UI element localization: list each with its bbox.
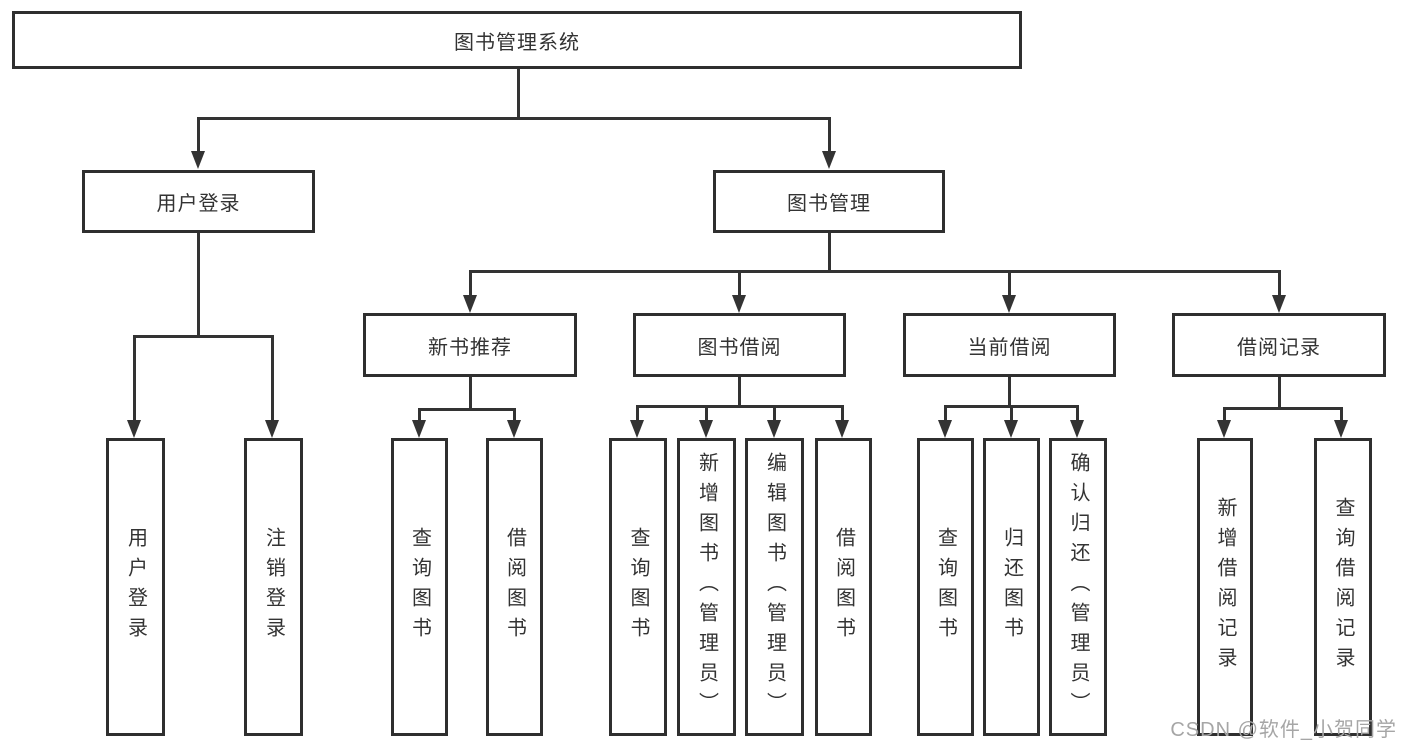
connector-line (1278, 377, 1281, 407)
arrow-down-icon (412, 420, 426, 438)
connector-line (1278, 270, 1281, 297)
connector-line (1008, 377, 1011, 405)
node-label: 用户登录 (156, 193, 241, 215)
connector-line (828, 117, 831, 152)
arrow-down-icon (191, 151, 205, 169)
node-label: 图书借阅 (697, 336, 782, 359)
node-leaf-logout: 注销登录 (244, 438, 303, 736)
connector-line (418, 408, 421, 422)
node-label: 编辑图书（管理员） (763, 452, 786, 722)
arrow-down-icon (1002, 295, 1016, 313)
connector-line (636, 405, 844, 408)
node-leaf-query-books-current: 查询图书 (917, 438, 974, 736)
node-book-borrowing: 图书借阅 (633, 313, 846, 377)
node-label: 新增图书（管理员） (695, 452, 718, 722)
node-book-management: 图书管理 (713, 170, 945, 233)
arrow-down-icon (1272, 295, 1286, 313)
node-label: 新增借阅记录 (1214, 497, 1236, 677)
arrow-down-icon (699, 420, 713, 438)
node-label: 注销登录 (262, 527, 285, 647)
connector-line (1340, 407, 1343, 422)
connector-line (197, 117, 200, 152)
arrow-down-icon (938, 420, 952, 438)
connector-line (1223, 407, 1343, 410)
connector-line (133, 335, 274, 338)
connector-line (517, 69, 520, 117)
arrow-down-icon (507, 420, 521, 438)
node-label: 图书管理系统 (454, 31, 580, 54)
node-label: 查询图书 (408, 527, 431, 647)
node-leaf-query-books-recommend: 查询图书 (391, 438, 448, 736)
arrow-down-icon (1334, 420, 1348, 438)
node-leaf-query-books-borrowing: 查询图书 (609, 438, 667, 736)
arrow-down-icon (1070, 420, 1084, 438)
node-borrowing-records: 借阅记录 (1172, 313, 1386, 377)
node-leaf-add-book-admin: 新增图书（管理员） (677, 438, 736, 736)
arrow-down-icon (127, 420, 141, 438)
node-leaf-confirm-return-admin: 确认归还（管理员） (1049, 438, 1107, 736)
connector-line (636, 405, 639, 422)
node-label: 新书推荐 (428, 336, 512, 359)
node-label: 查询图书 (934, 527, 957, 647)
arrow-down-icon (767, 420, 781, 438)
connector-line (1223, 407, 1226, 422)
connector-line (469, 270, 472, 297)
connector-line (828, 233, 831, 270)
node-leaf-add-borrow-record: 新增借阅记录 (1197, 438, 1253, 736)
connector-line (469, 270, 1281, 273)
connector-line (1076, 405, 1079, 422)
node-leaf-return-books: 归还图书 (983, 438, 1040, 736)
csdn-watermark: CSDN @软件_小贺同学 (1170, 719, 1397, 741)
connector-line (841, 405, 844, 422)
node-label: 查询图书 (627, 527, 649, 647)
arrow-down-icon (463, 295, 477, 313)
node-new-book-recommend: 新书推荐 (363, 313, 577, 377)
connector-line (1010, 405, 1013, 422)
node-label: 图书管理 (787, 193, 871, 215)
connector-line (469, 377, 472, 408)
arrow-down-icon (835, 420, 849, 438)
arrow-down-icon (732, 295, 746, 313)
connector-line (705, 405, 708, 422)
arrow-down-icon (822, 151, 836, 169)
node-label: 借阅图书 (503, 527, 526, 647)
node-library-management-system: 图书管理系统 (12, 11, 1022, 69)
node-leaf-user-login: 用户登录 (106, 438, 165, 736)
connector-line (513, 408, 516, 422)
arrow-down-icon (265, 420, 279, 438)
node-leaf-query-borrow-record: 查询借阅记录 (1314, 438, 1372, 736)
node-label: 借阅图书 (832, 527, 855, 647)
connector-line (738, 270, 741, 297)
arrow-down-icon (630, 420, 644, 438)
node-leaf-borrow-books: 借阅图书 (815, 438, 872, 736)
node-label: 借阅记录 (1237, 336, 1321, 359)
node-current-borrowing: 当前借阅 (903, 313, 1116, 377)
arrow-down-icon (1004, 420, 1018, 438)
node-label: 当前借阅 (967, 336, 1052, 359)
connector-line (197, 117, 831, 120)
node-leaf-edit-book-admin: 编辑图书（管理员） (745, 438, 804, 736)
connector-line (738, 377, 741, 405)
connector-line (773, 405, 776, 422)
arrow-down-icon (1217, 420, 1231, 438)
connector-line (418, 408, 516, 411)
connector-line (1008, 270, 1011, 297)
node-label: 查询借阅记录 (1332, 497, 1354, 677)
node-label: 用户登录 (124, 527, 147, 647)
connector-line (197, 233, 200, 335)
node-leaf-borrow-books-recommend: 借阅图书 (486, 438, 543, 736)
connector-line (133, 335, 136, 422)
connector-line (944, 405, 947, 422)
connector-line (271, 335, 274, 422)
node-label: 确认归还（管理员） (1067, 452, 1089, 722)
node-user-login: 用户登录 (82, 170, 315, 233)
node-label: 归还图书 (1000, 527, 1023, 647)
